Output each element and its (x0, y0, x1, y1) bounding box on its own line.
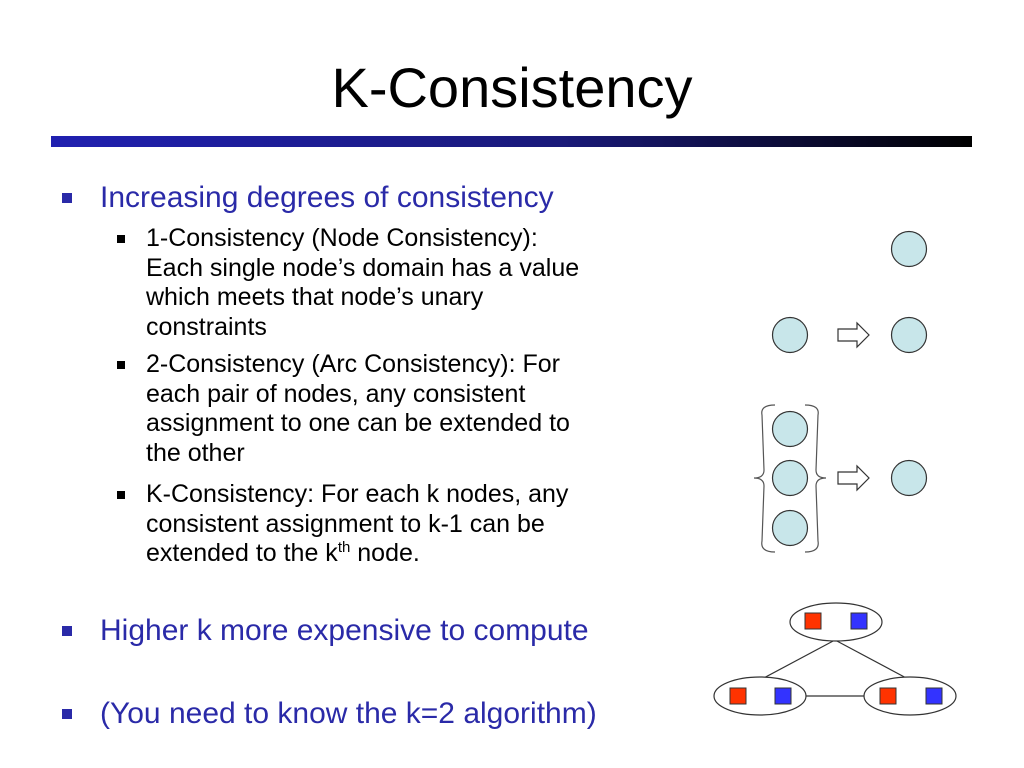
domain-node-left (713, 676, 807, 716)
blue-value (850, 612, 868, 630)
title-rule (51, 136, 972, 147)
square-bullet-icon (117, 491, 125, 499)
group-node-1 (771, 410, 809, 448)
arrow-right-icon (837, 321, 870, 349)
group-node-2 (771, 459, 809, 497)
square-bullet-icon (62, 193, 72, 203)
square-bullet-icon (62, 709, 72, 719)
square-bullet-icon (117, 361, 125, 369)
right-brace (804, 404, 827, 553)
blue-value (774, 687, 792, 705)
square-bullet-icon (62, 626, 72, 636)
arc-target-node (890, 316, 928, 354)
left-brace (753, 404, 776, 553)
red-value (879, 687, 897, 705)
arc-source-node (771, 316, 809, 354)
slide-title: K-Consistency (331, 56, 693, 119)
square-bullet-icon (117, 235, 125, 243)
kth-node (890, 459, 928, 497)
arrow-right-icon (837, 464, 870, 492)
domain-node-top (789, 602, 883, 642)
blue-value (925, 687, 943, 705)
red-value (729, 687, 747, 705)
edge (759, 639, 836, 681)
red-value (804, 612, 822, 630)
domain-node-right (863, 676, 957, 716)
group-node-3 (771, 509, 809, 547)
single-node (890, 230, 928, 268)
edge (834, 639, 911, 681)
